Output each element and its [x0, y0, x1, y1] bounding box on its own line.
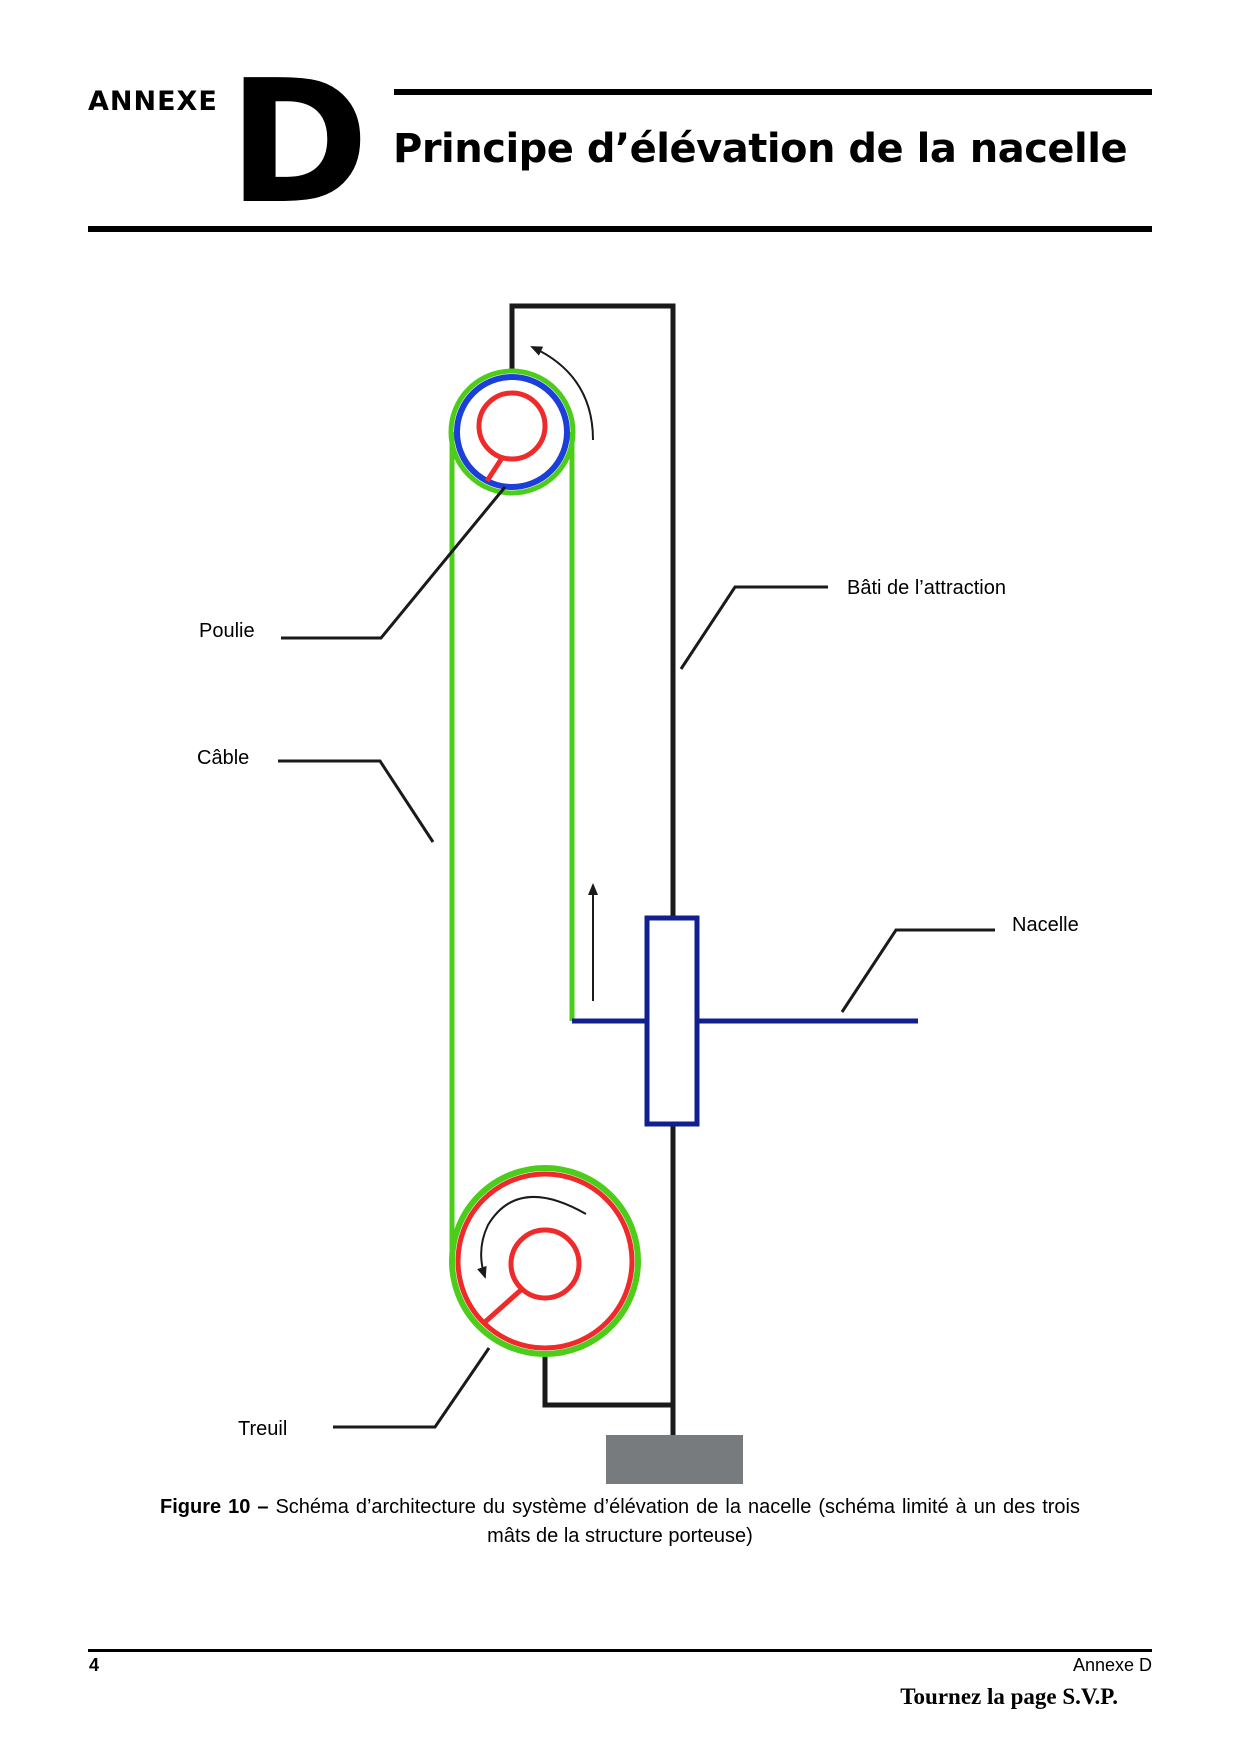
nacelle-carriage: [644, 915, 700, 1127]
page-number: 4: [89, 1655, 100, 1675]
winch-rotation-arrow: [477, 1195, 587, 1279]
leader-poulie: [281, 486, 507, 640]
annexe-letter: D: [228, 44, 369, 242]
leader-treuil: [333, 1347, 491, 1429]
frame-structure: [509, 303, 676, 1435]
header-top-rule: [394, 89, 1152, 95]
leader-nacelle: [840, 928, 995, 1013]
annexe-label: ANNEXE: [88, 86, 218, 117]
winch-cable-wrap: [449, 1165, 641, 1357]
pulley-rim: [454, 374, 570, 490]
label-bati: Bâti de l’attraction: [847, 577, 1006, 599]
label-cable: Câble: [197, 747, 249, 769]
winch-drum: [455, 1171, 635, 1351]
figure-caption: Figure 10 – Schéma d’architecture du sys…: [160, 1493, 1080, 1551]
label-treuil: Treuil: [238, 1418, 287, 1440]
pulley-rotation-arrow: [530, 346, 594, 441]
winch-mount: [542, 1352, 673, 1408]
label-poulie: Poulie: [199, 620, 255, 642]
figure-number: Figure 10 –: [160, 1496, 269, 1518]
pulley-spoke: [484, 456, 505, 483]
leader-cable: [278, 759, 435, 843]
header-bottom-rule: [88, 226, 1152, 232]
pulley-cable-wrap: [448, 368, 576, 496]
turn-page-note: Tournez la page S.V.P.: [900, 1684, 1118, 1709]
pulley-hub: [476, 390, 548, 462]
figure-caption-text: Schéma d’architecture du système d’éléva…: [275, 1496, 1081, 1547]
footer-rule: [88, 1649, 1152, 1652]
base-block: [606, 1435, 743, 1484]
footer-annexe-label: Annexe D: [1072, 1655, 1152, 1675]
winch-spoke: [483, 1287, 524, 1324]
winch-hub: [508, 1227, 582, 1301]
page-title: Principe d’élévation de la nacelle: [393, 126, 1128, 172]
label-nacelle: Nacelle: [1012, 914, 1079, 936]
leader-bati: [679, 585, 828, 670]
